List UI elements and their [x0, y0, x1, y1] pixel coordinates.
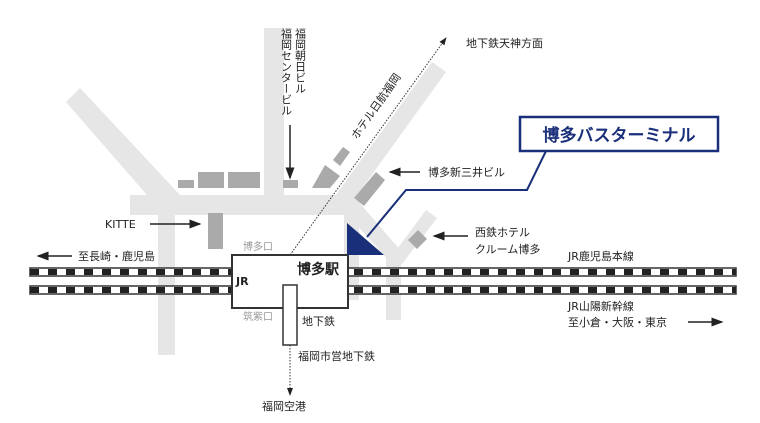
building — [312, 165, 340, 188]
label-nishitetsu-hotel-2: クルーム博多 — [475, 242, 540, 256]
label-chikushi-exit: 筑紫口 — [243, 310, 273, 323]
label-jr-kagoshima: JR鹿児島本線 — [567, 249, 634, 263]
label-subway: 地下鉄 — [302, 314, 335, 328]
subway-route-north — [289, 37, 447, 256]
railway-tracks — [29, 267, 737, 295]
label-hakata-exit: 博多口 — [243, 240, 273, 253]
building — [198, 172, 224, 188]
building-mitsui — [354, 172, 385, 206]
callout-line — [366, 150, 547, 238]
label-jr-sanyo: JR山陽新幹線 — [567, 299, 634, 313]
subway-station-box — [282, 284, 298, 346]
arrows — [36, 125, 724, 327]
label-nishitetsu-hotel: 西鉄ホテル — [475, 225, 530, 239]
label-to-nagasaki: 至長崎・鹿児島 — [78, 249, 155, 263]
label-center-building: 福岡センタービル — [280, 27, 293, 116]
buildings — [178, 147, 427, 249]
label-hakata-station: 博多駅 — [297, 261, 340, 278]
label-subway-tenjin: 地下鉄天神方面 — [466, 36, 543, 50]
roads — [66, 28, 446, 355]
label-kitte: KITTE — [105, 218, 136, 231]
label-jr: JR — [235, 275, 249, 288]
bus-terminal-label-box — [518, 115, 720, 153]
label-to-tokyo: 至小倉・大阪・東京 — [568, 315, 667, 329]
label-asahi-building: 福岡朝日ビル — [294, 27, 307, 94]
building-asahi — [283, 180, 298, 188]
building-nikko — [333, 147, 350, 166]
label-city-subway: 福岡市営地下鉄 — [298, 349, 375, 363]
bus-terminal-marker — [347, 223, 384, 255]
building — [228, 172, 260, 188]
bus-terminal-title: 博多バスターミナル — [543, 125, 696, 146]
building — [178, 180, 194, 188]
label-mitsui-building: 博多新三井ビル — [428, 165, 505, 179]
building-kitte — [208, 213, 223, 249]
building-nishitetsu-hotel — [408, 230, 427, 249]
label-airport: 福岡空港 — [262, 399, 306, 413]
